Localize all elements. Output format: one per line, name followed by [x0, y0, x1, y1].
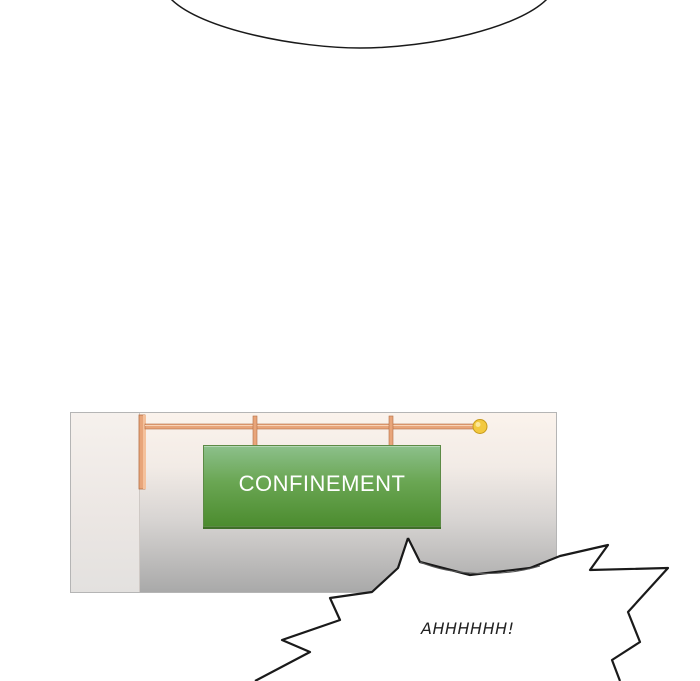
sign-panel: CONFINEMENT — [70, 412, 557, 593]
shout-text: AHHHHHH! — [421, 619, 515, 638]
confinement-sign: CONFINEMENT — [203, 445, 441, 527]
top-speech-bubble-icon — [171, 0, 547, 49]
panel-wall — [71, 413, 140, 592]
sign-rod-icon — [138, 414, 488, 490]
sign-label: CONFINEMENT — [238, 471, 406, 496]
